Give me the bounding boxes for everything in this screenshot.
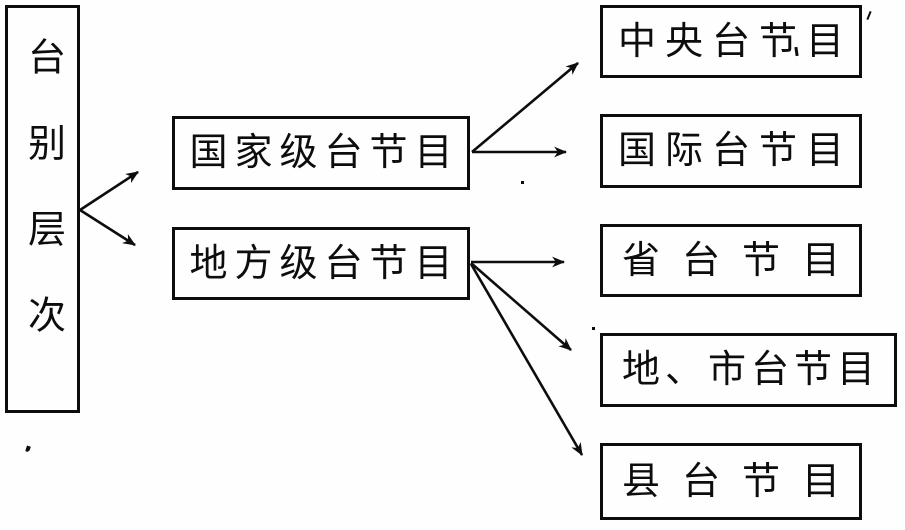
node-province-station: 省台节目 xyxy=(600,224,862,297)
edge-local-to-county xyxy=(469,263,584,456)
scan-noise-mark xyxy=(592,327,595,330)
node-central-station: 中央台节目 xyxy=(600,5,862,78)
node-city-station: 地、市台节目 xyxy=(600,333,897,407)
node-label: 中央台节目 xyxy=(617,20,853,63)
node-label: 省台节目 xyxy=(622,239,863,282)
node-local-level: 地方级台节目 xyxy=(172,227,470,300)
node-station-level: 台别层次 xyxy=(5,5,80,413)
edge-local-to-city xyxy=(470,262,572,351)
scan-noise-mark xyxy=(521,181,524,184)
edge-root-to-national xyxy=(79,170,139,212)
node-label: 国家级台节目 xyxy=(189,132,460,174)
node-label: 国际台节目 xyxy=(617,130,853,172)
node-label: 县台节目 xyxy=(622,460,863,503)
edge-national-to-central xyxy=(471,62,579,153)
node-label: 地方级台节目 xyxy=(189,242,460,285)
scan-noise-mark xyxy=(866,10,872,21)
node-label: 地、市台节目 xyxy=(621,349,880,391)
node-county-station: 县台节目 xyxy=(600,443,862,520)
node-national-level: 国家级台节目 xyxy=(172,116,470,190)
node-label: 台别层次 xyxy=(21,37,64,381)
edge-root-to-local xyxy=(79,208,136,247)
node-international-station: 国际台节目 xyxy=(600,114,862,188)
scan-noise-mark xyxy=(25,445,31,453)
